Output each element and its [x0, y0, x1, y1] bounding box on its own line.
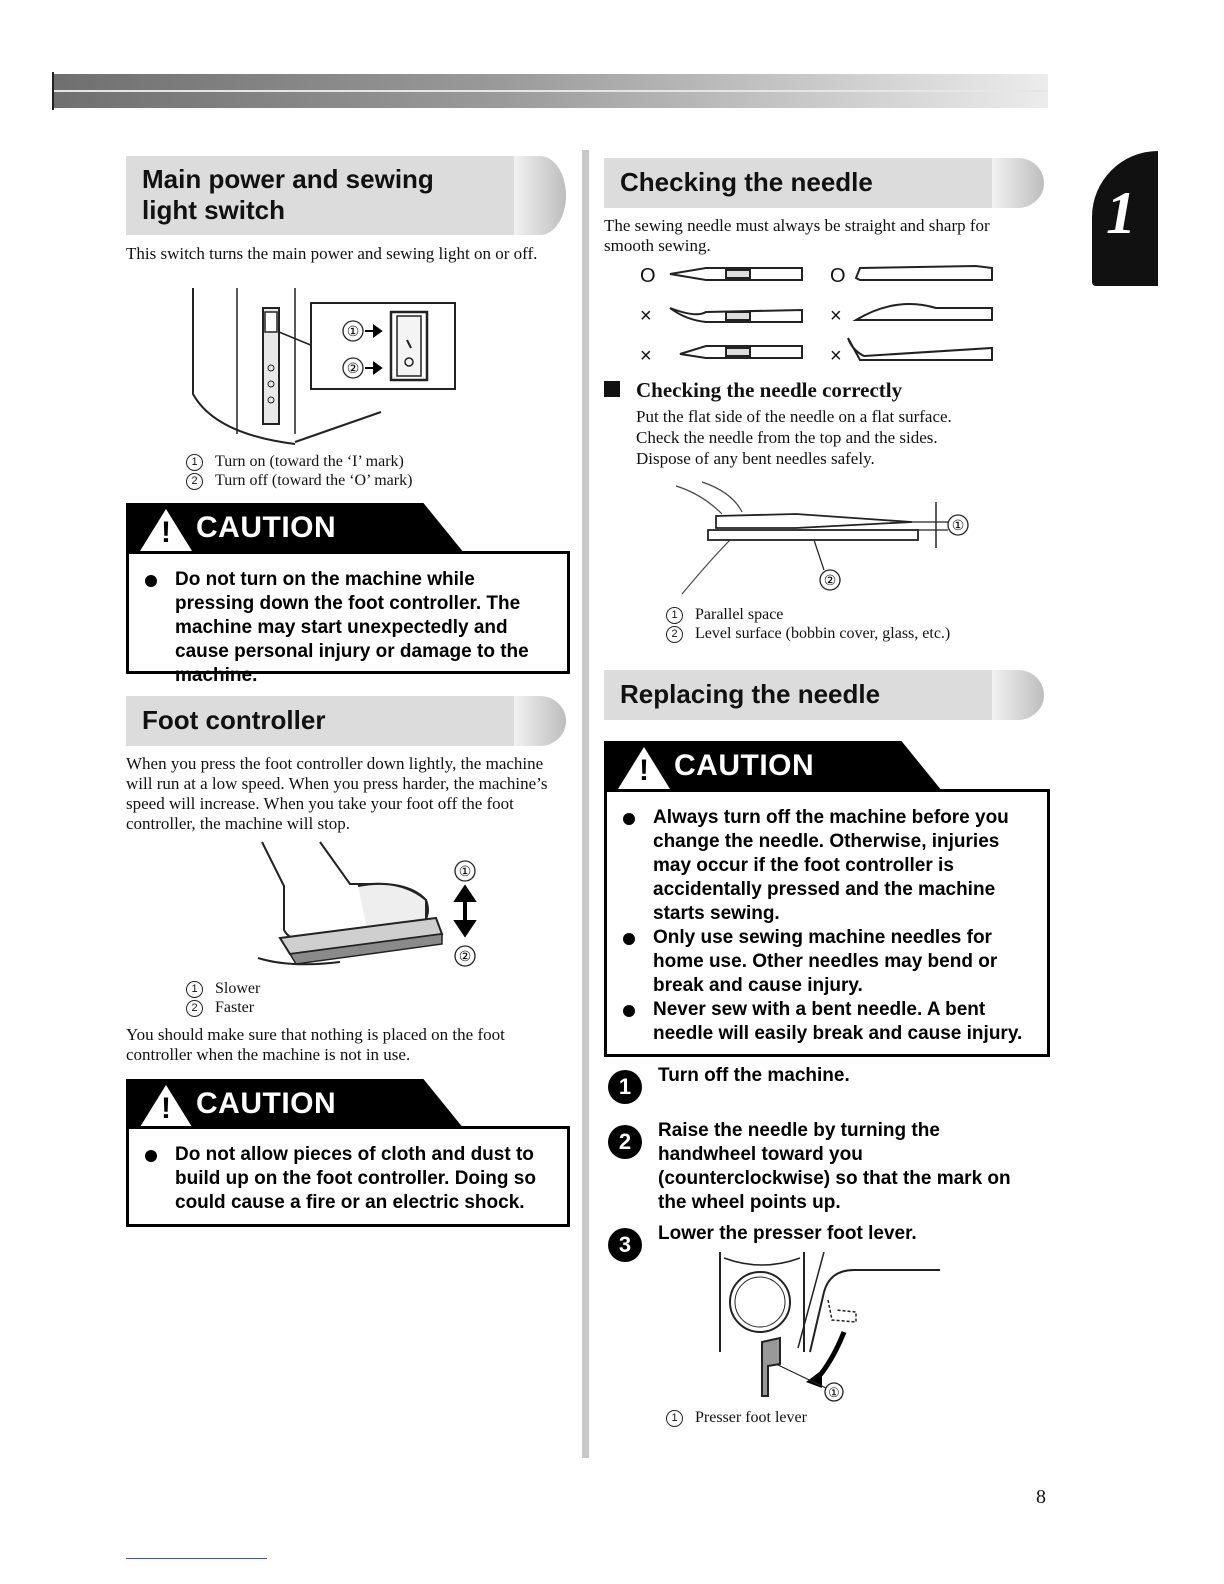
- section-header-replace: Replacing the needle: [604, 670, 1044, 720]
- step-text: Lower the presser foot lever.: [658, 1223, 917, 1244]
- caution-item: Only use sewing machine needles for home…: [607, 926, 1037, 998]
- ok-mark: O: [830, 265, 846, 287]
- check-intro: The sewing needle must always be straigh…: [604, 216, 990, 255]
- presser-foot-illustration: ①: [719, 1252, 940, 1402]
- step-text: Turn off the machine.: [658, 1065, 850, 1086]
- header-bar: [52, 72, 1048, 110]
- caution-item: Always turn off the machine before you c…: [607, 806, 1037, 926]
- needle-comparison-illustration: O O × × × ×: [640, 264, 993, 367]
- foot-controller-illustration: ① ②: [257, 841, 477, 967]
- caution-box-power: Do not turn on the machine while pressin…: [126, 551, 570, 686]
- ok-mark: O: [640, 265, 656, 287]
- check-instructions: Put the flat side of the needle on a fla…: [636, 407, 952, 468]
- foot-intro: When you press the foot controller down …: [126, 754, 548, 833]
- step-text: Raise the needle by turning the handwhee…: [658, 1120, 1011, 1213]
- check-subheading: Checking the needle correctly: [636, 378, 903, 402]
- power-intro: This switch turns the main power and sew…: [126, 244, 538, 263]
- svg-text:②: ②: [459, 948, 472, 964]
- svg-text:①: ①: [459, 863, 472, 879]
- bad-mark: ×: [830, 305, 842, 327]
- svg-text:②: ②: [824, 572, 837, 588]
- section-header-power: Main power and sewing light switch: [126, 156, 566, 235]
- caution-banner-foot: ! CAUTION: [126, 1079, 464, 1129]
- svg-text:①: ①: [828, 1385, 840, 1400]
- subheading-bullet: [604, 381, 620, 397]
- section-title: Foot controller: [142, 705, 326, 735]
- step-number: 1: [608, 1070, 642, 1104]
- section-title: Checking the needle: [620, 167, 873, 197]
- caution-item: Never sew with a bent needle. A bent nee…: [607, 998, 1037, 1046]
- caution-box-replace: Always turn off the machine before you c…: [604, 789, 1050, 1057]
- footer-line: [126, 1558, 267, 1559]
- caution-item: Do not allow pieces of cloth and dust to…: [129, 1143, 555, 1215]
- caution-banner-power: ! CAUTION: [126, 503, 464, 553]
- section-header-foot: Foot controller: [126, 696, 566, 746]
- warning-icon: [140, 509, 192, 551]
- warning-icon: [140, 1085, 192, 1127]
- warning-icon: [618, 747, 670, 789]
- bad-mark: ×: [640, 305, 652, 327]
- bad-mark: ×: [640, 345, 652, 367]
- section-title: Replacing the needle: [620, 679, 881, 709]
- caution-box-foot: Do not allow pieces of cloth and dust to…: [126, 1126, 570, 1227]
- step-number: 3: [608, 1228, 642, 1262]
- caution-item: Do not turn on the machine while pressin…: [129, 568, 555, 688]
- callout-2: ②: [347, 360, 360, 376]
- section-title-line2: light switch: [142, 195, 285, 225]
- caution-banner-replace: ! CAUTION: [604, 741, 942, 791]
- chapter-tab: 1: [1092, 151, 1158, 286]
- section-title-line1: Main power and sewing: [142, 164, 434, 194]
- callout-1: ①: [347, 323, 360, 339]
- power-switch-illustration: ① ②: [192, 288, 456, 445]
- step-number: 2: [608, 1125, 642, 1159]
- column-divider: [582, 150, 589, 1458]
- section-header-check: Checking the needle: [604, 158, 1044, 208]
- page-number: 8: [1036, 1486, 1046, 1508]
- needle-flat-surface-illustration: ① ②: [675, 481, 969, 595]
- svg-text:①: ①: [952, 517, 965, 533]
- foot-note: You should make sure that nothing is pla…: [126, 1025, 505, 1064]
- bad-mark: ×: [830, 345, 842, 367]
